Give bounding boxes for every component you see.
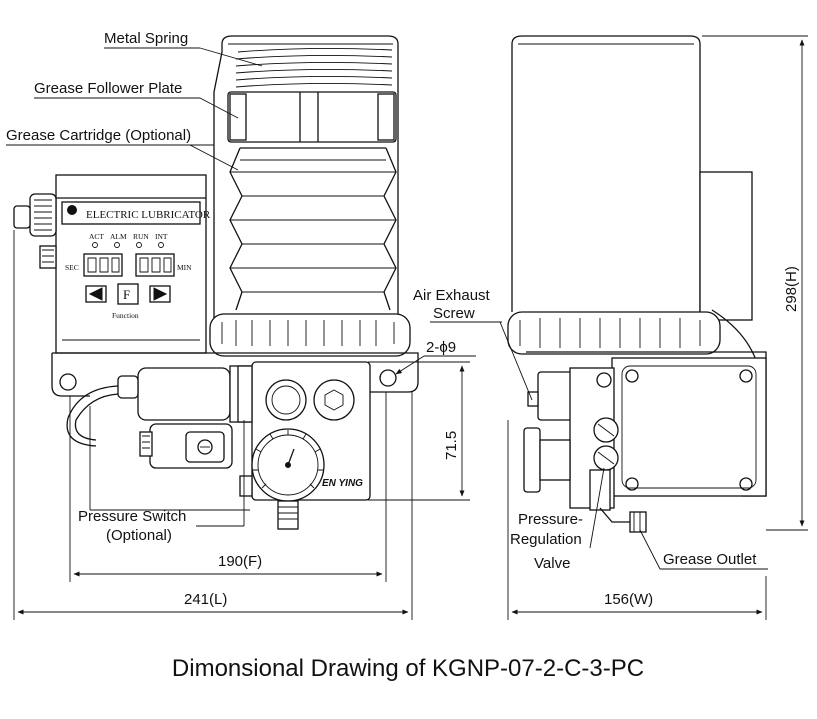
- box-screw-br-icon: [739, 477, 753, 491]
- callout-pressure-switch-optional: (Optional): [106, 527, 172, 544]
- callout-pressure-switch: Pressure Switch: [78, 508, 186, 525]
- gauge-pivot-icon: [285, 462, 291, 468]
- exhaust-screw-icon: [527, 391, 539, 407]
- callout-air-exhaust-screw: Screw: [433, 305, 475, 322]
- led-alm-icon: [114, 242, 120, 248]
- mounting-hole-left-icon: [59, 373, 77, 391]
- callouts: Metal Spring Grease Follower Plate Greas…: [6, 30, 768, 572]
- min-label: MIN: [177, 263, 192, 272]
- base-plate: [51, 352, 419, 511]
- connector: [139, 423, 233, 469]
- box-screw-tl-icon: [625, 369, 639, 383]
- sec-display: [83, 253, 123, 277]
- grease-outlet-fitting-icon: [629, 511, 647, 533]
- dim-298-h: 298(H): [783, 266, 800, 312]
- side-port-icon: [596, 372, 612, 388]
- sec-label: SEC: [65, 263, 79, 272]
- side-cap-ring: [507, 311, 721, 355]
- callout-cartridge: Grease Cartridge (Optional): [6, 127, 191, 144]
- min-display: [135, 253, 175, 277]
- led-label-int: INT: [155, 232, 168, 241]
- dim-holes: 2-ϕ9: [426, 339, 456, 356]
- pump-stamp: EN YING: [322, 478, 363, 489]
- function-key: [117, 283, 139, 305]
- pump-plug-right-icon: [313, 379, 355, 421]
- side-controller-box: [699, 171, 753, 321]
- controller-box: ELECTRIC LUBRICATOR ACT ALM RUN INT SEC …: [55, 174, 211, 354]
- led-label-alm: ALM: [110, 232, 127, 241]
- dim-190-f: 190(F): [218, 553, 262, 570]
- panel-brand: ELECTRIC LUBRICATOR: [86, 209, 211, 221]
- dim-241-l: 241(L): [184, 591, 227, 608]
- junction-box: [611, 357, 767, 497]
- callout-pressure-regulation: Pressure-: [518, 511, 583, 528]
- callout-metal-spring: Metal Spring: [104, 30, 188, 47]
- page-title: Dimonsional Drawing of KGNP-07-2-C-3-PC: [172, 655, 644, 682]
- side-pump-body: [523, 367, 647, 533]
- pressure-gauge: [251, 428, 325, 530]
- side-view: [507, 35, 767, 533]
- grease-cartridge: [229, 147, 397, 311]
- led-label-act: ACT: [89, 232, 104, 241]
- dimensions: 2-ϕ9 71.5 298(H) 190(F) 241(L) 156(W): [13, 35, 808, 620]
- box-screw-tr-icon: [739, 369, 753, 383]
- side-gauge: [523, 427, 541, 493]
- reservoir-cap: [213, 35, 399, 93]
- led-run-icon: [136, 242, 142, 248]
- cap-nut-ring: [209, 313, 411, 357]
- callout-air-exhaust: Air Exhaust: [413, 287, 491, 304]
- callout-follower-plate: Grease Follower Plate: [34, 80, 182, 97]
- dim-71-5: 71.5: [443, 431, 460, 460]
- led-int-icon: [158, 242, 164, 248]
- dim-156-w: 156(W): [604, 591, 653, 608]
- led-act-icon: [92, 242, 98, 248]
- metal-spring: [235, 47, 393, 88]
- callout-pressure-regulation-2: Regulation: [510, 531, 582, 548]
- mounting-hole-right-icon: [379, 369, 397, 387]
- brand-logo-icon: [67, 205, 77, 215]
- connector-screw-icon: [197, 439, 213, 455]
- function-label: Function: [112, 311, 139, 320]
- callout-grease-outlet: Grease Outlet: [663, 551, 757, 568]
- function-key-label: F: [123, 287, 130, 302]
- cable-gland: [13, 193, 57, 269]
- led-label-run: RUN: [133, 232, 149, 241]
- follower-plate: [227, 91, 397, 143]
- callout-pressure-regulation-3: Valve: [534, 555, 570, 572]
- front-view: ELECTRIC LUBRICATOR ACT ALM RUN INT SEC …: [13, 35, 419, 530]
- box-screw-bl-icon: [625, 477, 639, 491]
